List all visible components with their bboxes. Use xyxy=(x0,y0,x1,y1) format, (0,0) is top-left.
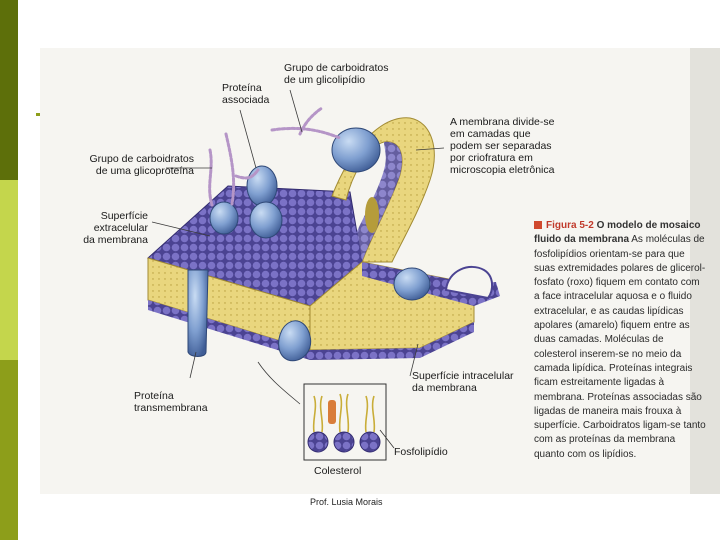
figure-caption: Figura 5-2 O modelo de mosaico fluido da… xyxy=(534,219,706,462)
label-proteina-transmembrana: Proteína transmembrana xyxy=(134,390,208,414)
membrane-proteins xyxy=(187,127,431,362)
leader-lines xyxy=(151,89,445,405)
slide-bar-dark xyxy=(0,0,18,180)
label-superficie-extracelular: Superfície extracelular da membrana xyxy=(83,210,148,246)
caption-figure-number: Figura 5-2 xyxy=(546,220,594,231)
label-fosfolipidio: Fosfolipídio xyxy=(394,446,448,458)
label-grupo-glicoproteina: Grupo de carboidratos de uma glicoproteí… xyxy=(89,153,194,177)
label-membrana-divide: A membrana divide-se em camadas que pode… xyxy=(450,116,555,176)
scanned-page-edge xyxy=(690,48,720,494)
label-proteina-associada: Proteína associada xyxy=(222,82,270,106)
footer-author: Prof. Lusia Morais xyxy=(310,497,383,507)
label-colesterol: Colesterol xyxy=(314,465,362,477)
slide-bar-light xyxy=(0,180,18,360)
caption-title: O modelo de mosaico fluido da membrana xyxy=(534,220,701,246)
caption-square-icon xyxy=(534,221,542,230)
slide-bar-mid xyxy=(0,360,18,540)
caption-body: As moléculas de fosfolipídios orientam-s… xyxy=(534,234,706,460)
inset-box xyxy=(303,383,395,461)
bilayer-slab xyxy=(147,185,500,360)
label-grupo-glicolipidio: Grupo de carboidratos de um glicolipídio xyxy=(284,62,389,86)
label-superficie-intracelular: Superfície intracelular da membrana xyxy=(412,370,514,394)
